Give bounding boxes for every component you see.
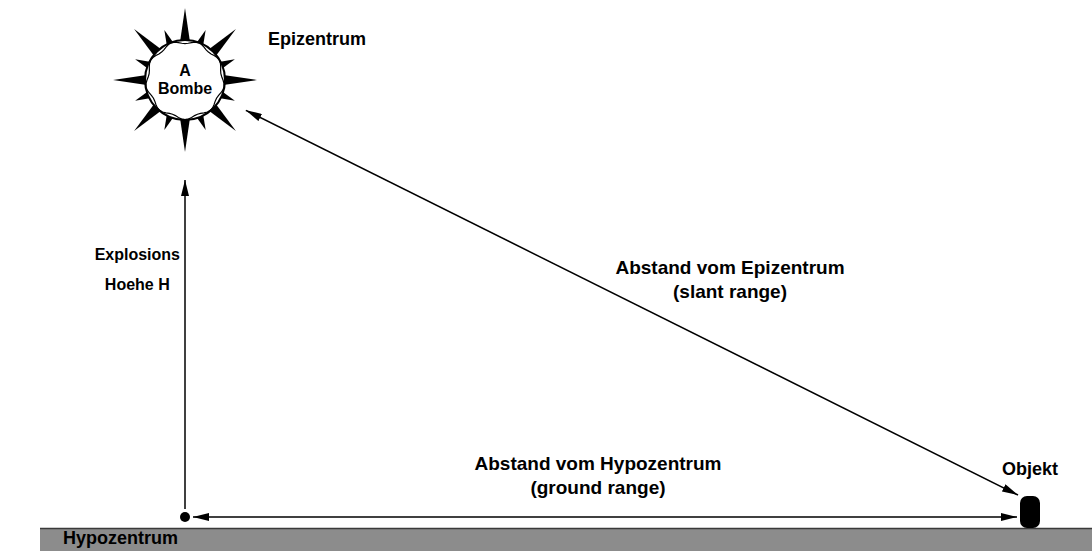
bomb-label: A Bombe (154, 62, 216, 98)
ground-bar (40, 528, 1092, 551)
slant-range-label: Abstand vom Epizentrum (slant range) (603, 256, 858, 304)
dimension-arrow (193, 516, 1017, 518)
dimension-arrow (246, 110, 1018, 495)
dimension-arrow (184, 180, 186, 509)
height-label: Explosions Hoehe H (95, 240, 180, 300)
burst-inner-ring (146, 42, 224, 119)
target-object: Objekt (995, 458, 1065, 528)
burst-spike (180, 117, 190, 152)
bomb-burst: A Bombe (110, 5, 260, 155)
burst-spike (180, 8, 190, 43)
hypocenter-dot (180, 512, 190, 522)
ground-edge (40, 528, 1092, 530)
point-label: Hypozentrum (4, 528, 190, 548)
burst-spike (222, 75, 257, 85)
hypocenter-point: Hypozentrum (4, 506, 190, 548)
burst-spike (113, 75, 148, 85)
object-shape (1020, 496, 1040, 528)
object-label: Objekt (995, 458, 1065, 480)
ground-range-label: Abstand vom Hypozentrum (ground range) (461, 452, 736, 500)
epicenter-label: Epizentrum (268, 28, 366, 50)
burst-outline (145, 40, 225, 120)
burst-text-holder: A Bombe (110, 5, 260, 155)
